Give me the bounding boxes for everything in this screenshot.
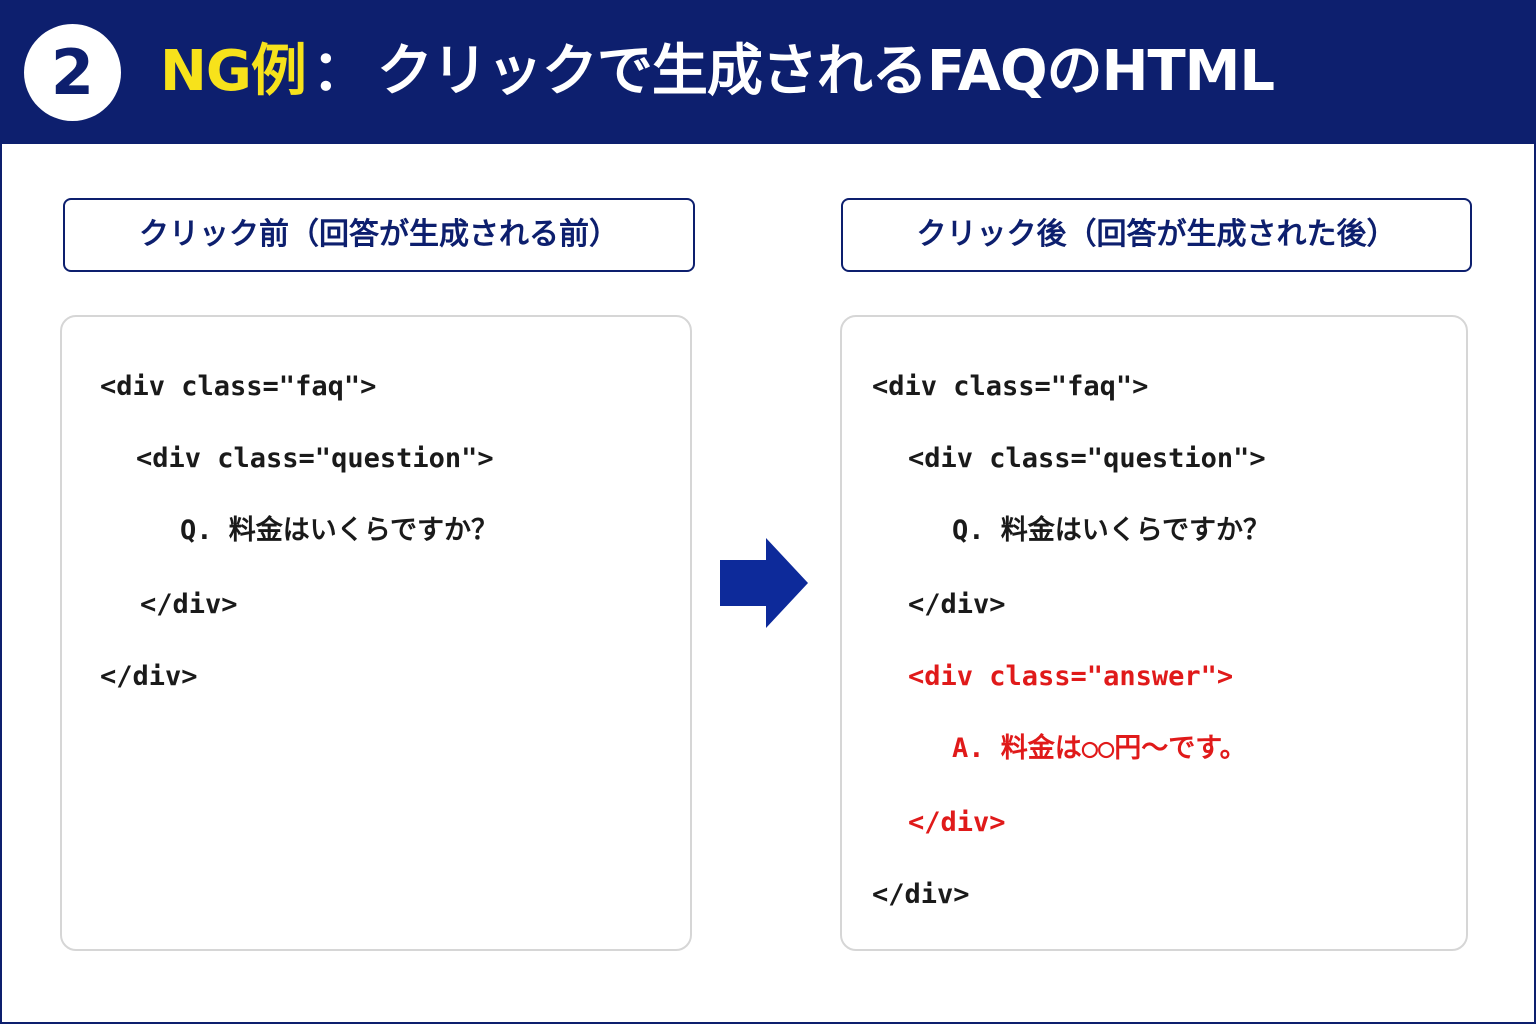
title-separator: ： [311, 39, 368, 104]
right-arrow-icon [720, 538, 808, 628]
code-line-question-text: Q. 料金はいくらですか？ [952, 515, 1270, 546]
code-line-answer-text: A. 料金は○○円〜です。 [952, 733, 1247, 764]
code-line-question-text: Q. 料金はいくらですか？ [180, 515, 498, 546]
page-title: NG例：クリックで生成されるFAQのHTML [160, 30, 1275, 114]
title-highlight: NG例 [160, 39, 307, 104]
before-code-panel: <div class="faq"> <div class="question">… [60, 315, 692, 951]
code-line-faq-close: </div> [872, 879, 970, 910]
code-line-question-open: <div class="question"> [136, 443, 494, 474]
code-line-faq-open: <div class="faq"> [100, 371, 377, 402]
code-line-answer-open: <div class="answer"> [908, 661, 1234, 692]
code-line-answer-close: </div> [908, 807, 1006, 838]
after-click-label: クリック後（回答が生成された後） [841, 198, 1472, 272]
after-code-panel: <div class="faq"> <div class="question">… [840, 315, 1468, 951]
code-line-question-close: </div> [908, 589, 1006, 620]
header-bar: 2 NG例：クリックで生成されるFAQのHTML [0, 0, 1536, 144]
code-line-question-close: </div> [140, 589, 238, 620]
before-click-label: クリック前（回答が生成される前） [63, 198, 695, 272]
code-line-faq-open: <div class="faq"> [872, 371, 1149, 402]
title-rest: クリックで生成されるFAQのHTML [376, 39, 1275, 104]
code-line-question-open: <div class="question"> [908, 443, 1266, 474]
code-line-faq-close: </div> [100, 661, 198, 692]
step-number-badge: 2 [24, 24, 121, 121]
